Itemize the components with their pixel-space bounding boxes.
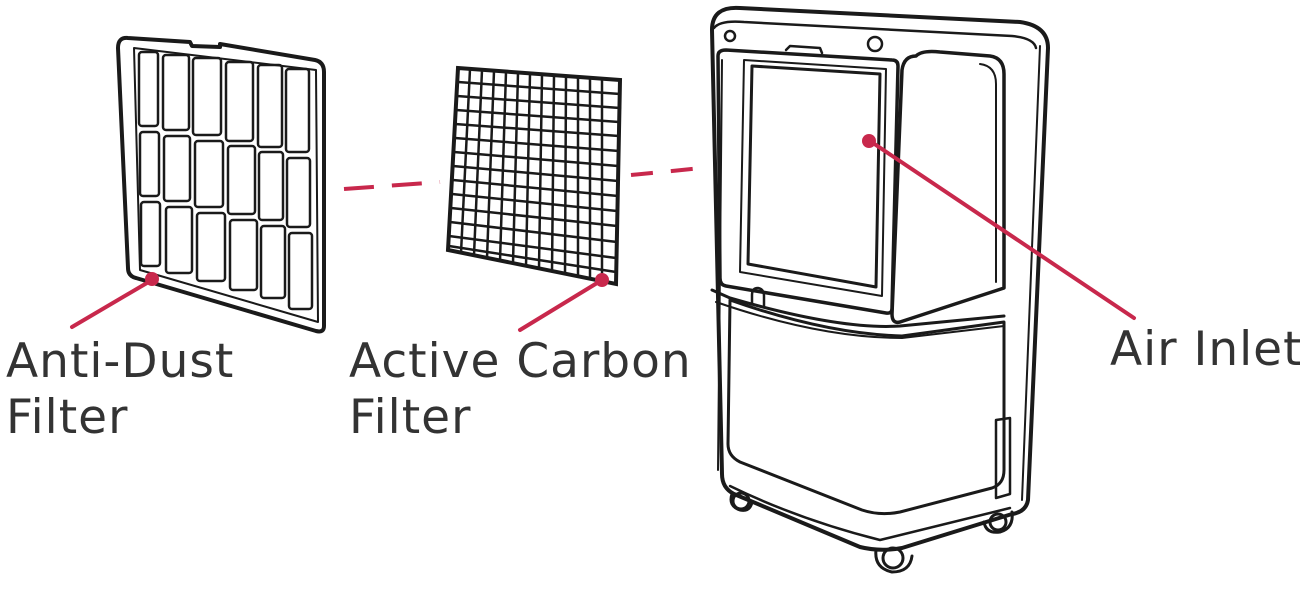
anti-dust-marker: [145, 272, 159, 286]
air-inlet-leader: [868, 139, 1136, 320]
anti-dust-filter-label: Anti-Dust Filter: [6, 334, 234, 446]
active-carbon-label-line1: Active Carbon: [349, 334, 692, 389]
assembly-dashed-lines: [343, 166, 703, 191]
anti-dust-filter: [116, 35, 326, 334]
air-inlet-label: Air Inlet: [1110, 322, 1300, 378]
callout-leaders: [70, 139, 1136, 332]
active-carbon-leader: [518, 278, 604, 332]
anti-dust-label-line2: Filter: [6, 390, 129, 445]
active-carbon-marker: [595, 273, 609, 287]
active-carbon-filter: [445, 65, 623, 287]
anti-dust-label-line1: Anti-Dust: [6, 334, 235, 389]
active-carbon-filter-label: Active Carbon Filter: [349, 334, 692, 446]
active-carbon-label-line2: Filter: [349, 390, 472, 445]
callout-markers: [145, 134, 876, 287]
air-inlet-marker: [862, 134, 876, 148]
air-inlet-label-text: Air Inlet: [1110, 322, 1300, 377]
dehumidifier-unit: [710, 5, 1050, 574]
anti-dust-leader: [70, 278, 154, 329]
